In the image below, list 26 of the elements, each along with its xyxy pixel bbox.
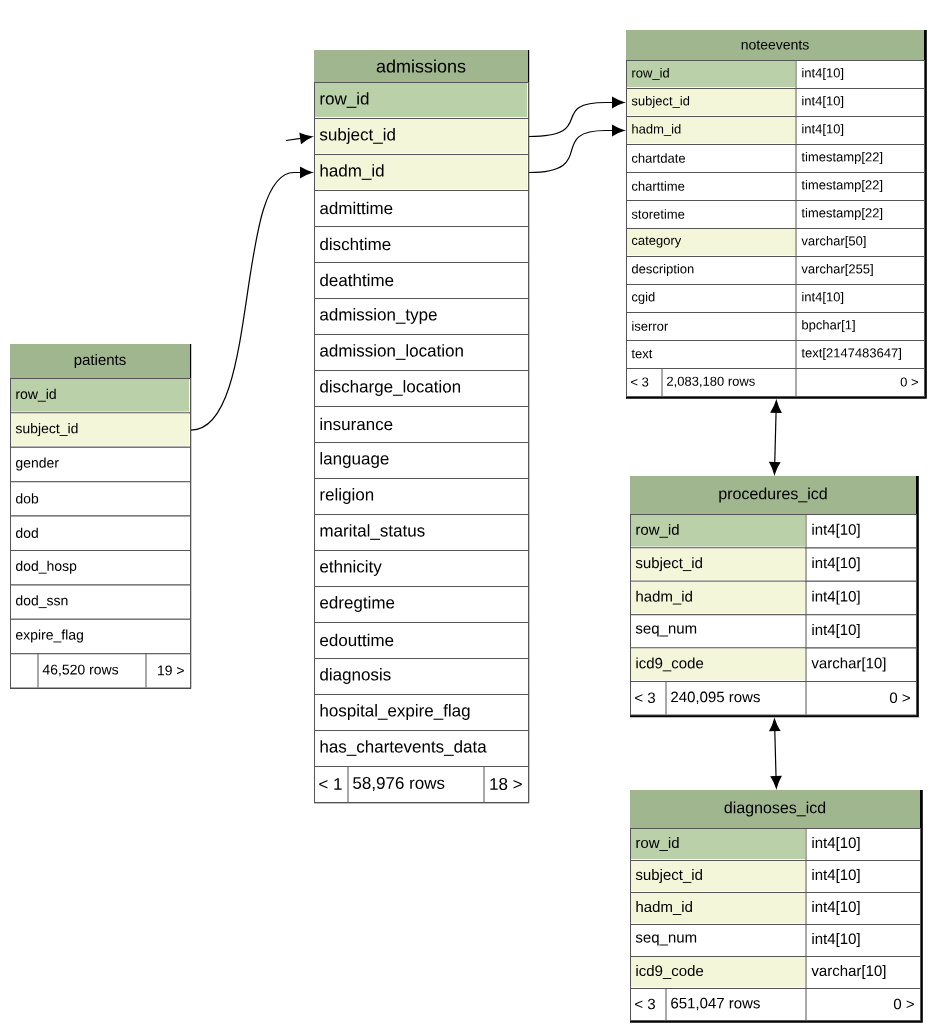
table-row: deathtime [314,262,529,299]
arrow [528,97,625,138]
table-row: admittime [314,190,529,227]
table-row: language [314,442,529,479]
table-row: hospital_expire_flag [314,694,529,731]
table-row: has_chartevents_data [314,730,529,767]
table-row: hadm_id [314,154,529,191]
arrow [190,167,313,431]
table-row: marital_status [314,514,529,551]
arrow [528,125,625,174]
table-row: admission_location [314,334,529,371]
table-row: row_id [314,82,529,119]
arrow [769,400,782,475]
table-row: subject_id [314,118,529,155]
table-row: edregtime [314,586,529,623]
table-row: ethnicity [314,550,529,587]
arrow [285,132,313,144]
table-row: diagnosis [314,658,529,695]
table-row: edouttime [314,622,529,659]
arrow [769,718,782,789]
table-row: religion [314,478,529,515]
table-footer: < 1 58,976 rows 18 > [314,765,529,803]
table-row: dischtime [314,226,529,263]
table-row: discharge_location [314,370,529,407]
table-row: insurance [314,406,529,443]
table-row: admission_type [314,298,529,335]
